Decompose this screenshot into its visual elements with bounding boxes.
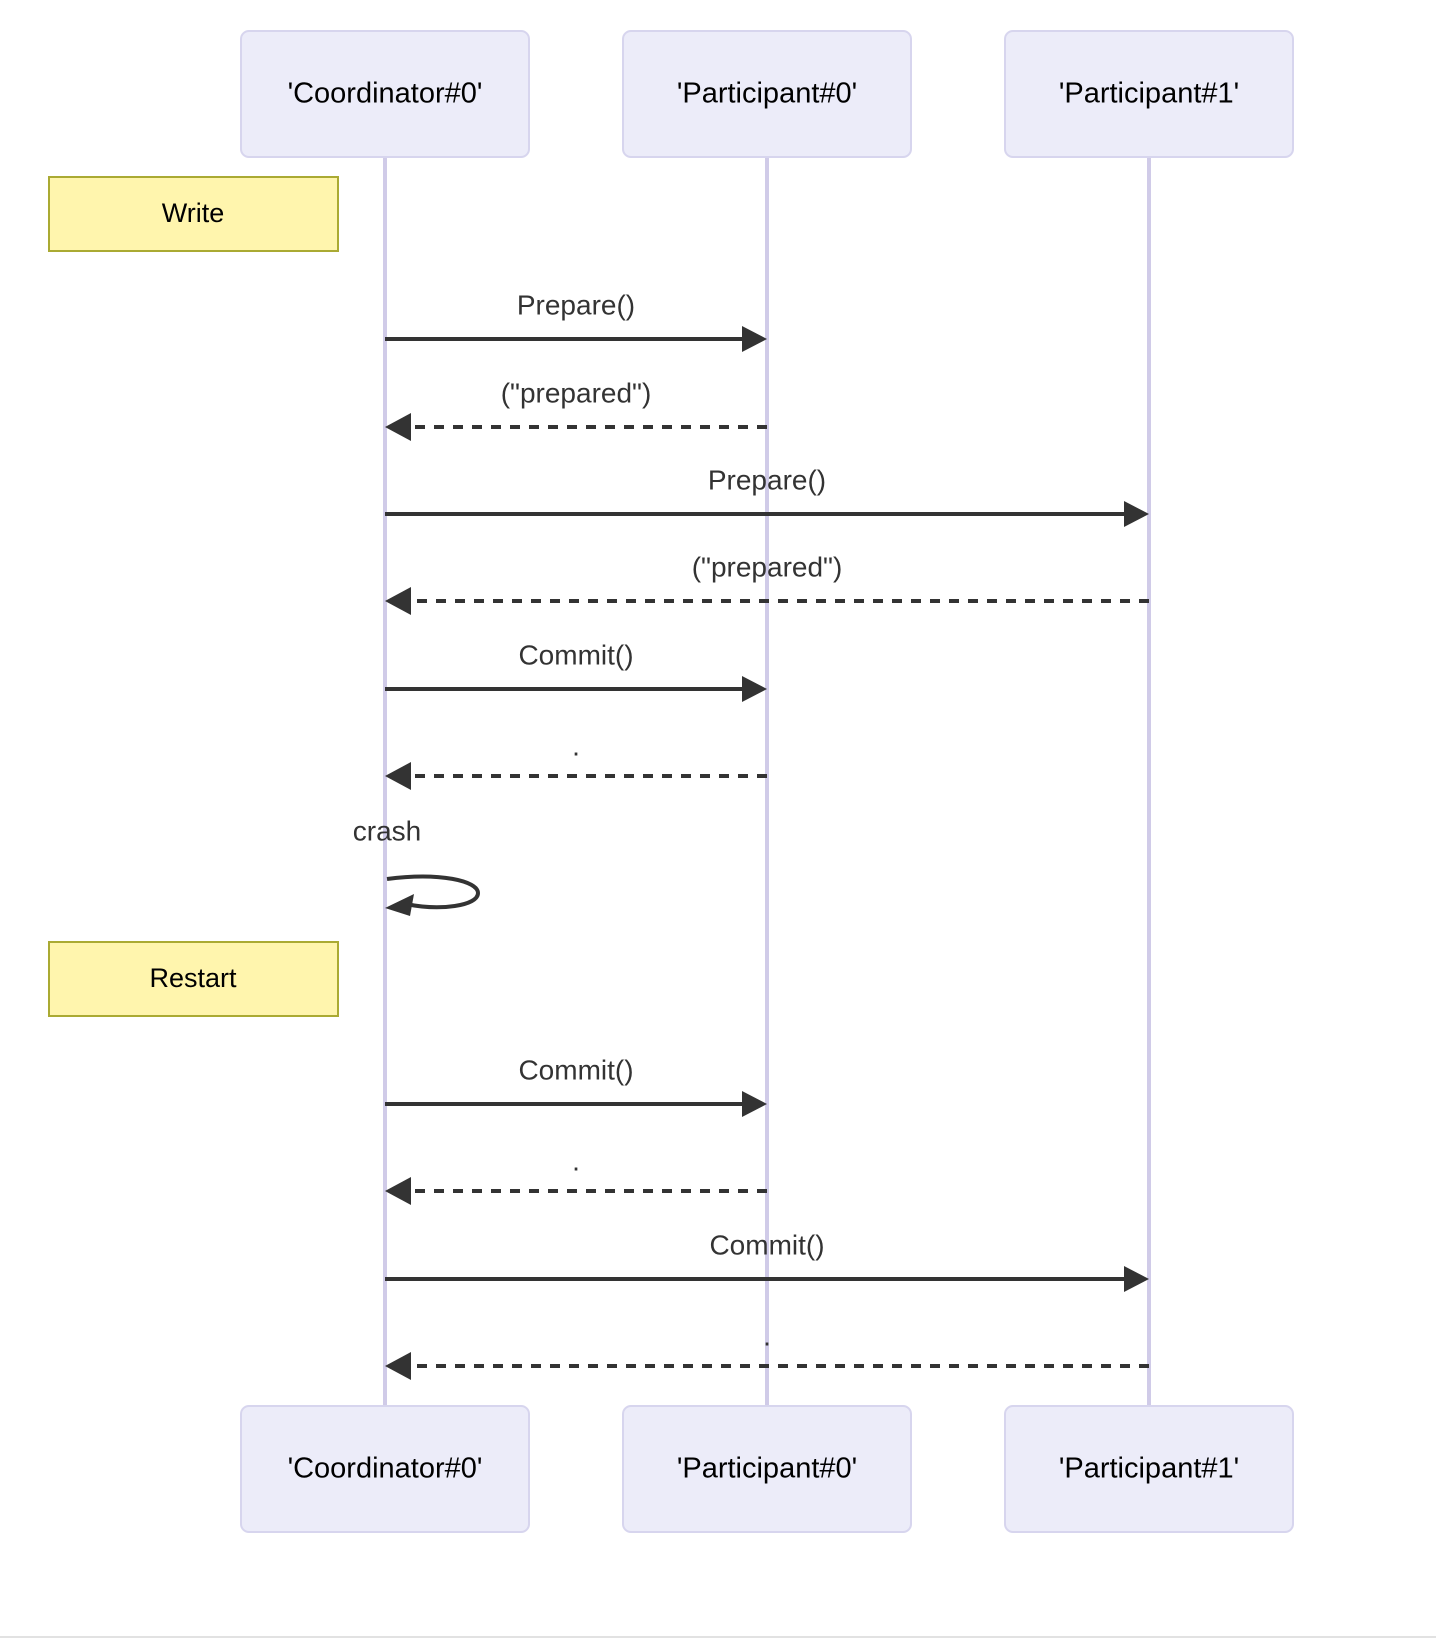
message-ack-participant1[interactable]: .: [385, 1320, 1149, 1380]
actor-box-rect: [240, 1405, 530, 1533]
message-arrowhead: [385, 413, 411, 441]
message-prepare-participant0[interactable]: Prepare(): [385, 289, 767, 352]
actor-box-rect: [622, 1405, 912, 1533]
messages-group: Prepare() ("prepared") Prepare() ("prepa…: [353, 289, 1149, 1380]
actor-label: 'Participant#1': [1059, 78, 1239, 110]
actor-box-rect: [240, 30, 530, 158]
message-arrowhead: [385, 587, 411, 615]
note-rect: [48, 941, 339, 1017]
message-label: Commit(): [518, 1054, 633, 1085]
actor-box-rect: [622, 30, 912, 158]
note-write[interactable]: Write: [48, 176, 339, 252]
message-label: .: [572, 730, 580, 761]
actor-box-participant0-top[interactable]: 'Participant#0': [622, 30, 912, 158]
actor-box-participant1-top[interactable]: 'Participant#1': [1004, 30, 1294, 158]
actor-label: 'Participant#1': [1059, 1453, 1239, 1485]
note-restart[interactable]: Restart: [48, 941, 339, 1017]
actor-box-rect: [1004, 30, 1294, 158]
message-label: Prepare(): [708, 464, 826, 495]
actor-footer-group: 'Coordinator#0' 'Participant#0' 'Partici…: [240, 1405, 1294, 1533]
message-arrowhead: [1124, 1266, 1149, 1292]
message-arrowhead: [385, 762, 411, 790]
message-arrowhead: [385, 1177, 411, 1205]
message-label: ("prepared"): [692, 551, 843, 582]
message-prepared-participant1[interactable]: ("prepared"): [385, 551, 1149, 615]
actor-label: 'Coordinator#0': [288, 1453, 483, 1485]
actor-box-participant0-bottom[interactable]: 'Participant#0': [622, 1405, 912, 1533]
note-rect: [48, 176, 339, 252]
message-arrowhead: [742, 1091, 767, 1117]
message-ack-participant0-post[interactable]: .: [385, 1145, 767, 1205]
note-label: Restart: [149, 963, 237, 993]
lifelines-group: [383, 157, 1151, 1406]
message-commit-participant0-post[interactable]: Commit(): [385, 1054, 767, 1117]
note-label: Write: [162, 198, 225, 228]
message-label: .: [572, 1145, 580, 1176]
message-arrowhead: [742, 326, 767, 352]
message-ack-participant0-pre[interactable]: .: [385, 730, 767, 790]
message-prepared-participant0[interactable]: ("prepared"): [385, 377, 767, 441]
self-loop-path: [386, 874, 481, 910]
message-label: crash: [353, 815, 421, 846]
actor-box-rect: [1004, 1405, 1294, 1533]
actor-label: 'Coordinator#0': [288, 78, 483, 110]
message-arrowhead: [742, 676, 767, 702]
message-prepare-participant1[interactable]: Prepare(): [385, 464, 1149, 527]
message-crash-self[interactable]: crash: [353, 815, 481, 916]
message-arrowhead: [1124, 501, 1149, 527]
message-arrowhead: [385, 894, 414, 916]
message-commit-participant1[interactable]: Commit(): [385, 1229, 1149, 1292]
message-label: Prepare(): [517, 289, 635, 320]
message-label: ("prepared"): [501, 377, 652, 408]
notes-group: Write Restart: [48, 176, 339, 1017]
message-arrowhead: [385, 1352, 411, 1380]
actor-label: 'Participant#0': [677, 78, 857, 110]
message-commit-participant0-pre[interactable]: Commit(): [385, 639, 767, 702]
message-label: .: [763, 1320, 771, 1351]
message-label: Commit(): [518, 639, 633, 670]
actor-box-participant1-bottom[interactable]: 'Participant#1': [1004, 1405, 1294, 1533]
actor-box-coordinator0-top[interactable]: 'Coordinator#0': [240, 30, 530, 158]
actor-header-group: 'Coordinator#0' 'Participant#0' 'Partici…: [240, 30, 1294, 158]
actor-label: 'Participant#0': [677, 1453, 857, 1485]
actor-box-coordinator0-bottom[interactable]: 'Coordinator#0': [240, 1405, 530, 1533]
message-label: Commit(): [709, 1229, 824, 1260]
